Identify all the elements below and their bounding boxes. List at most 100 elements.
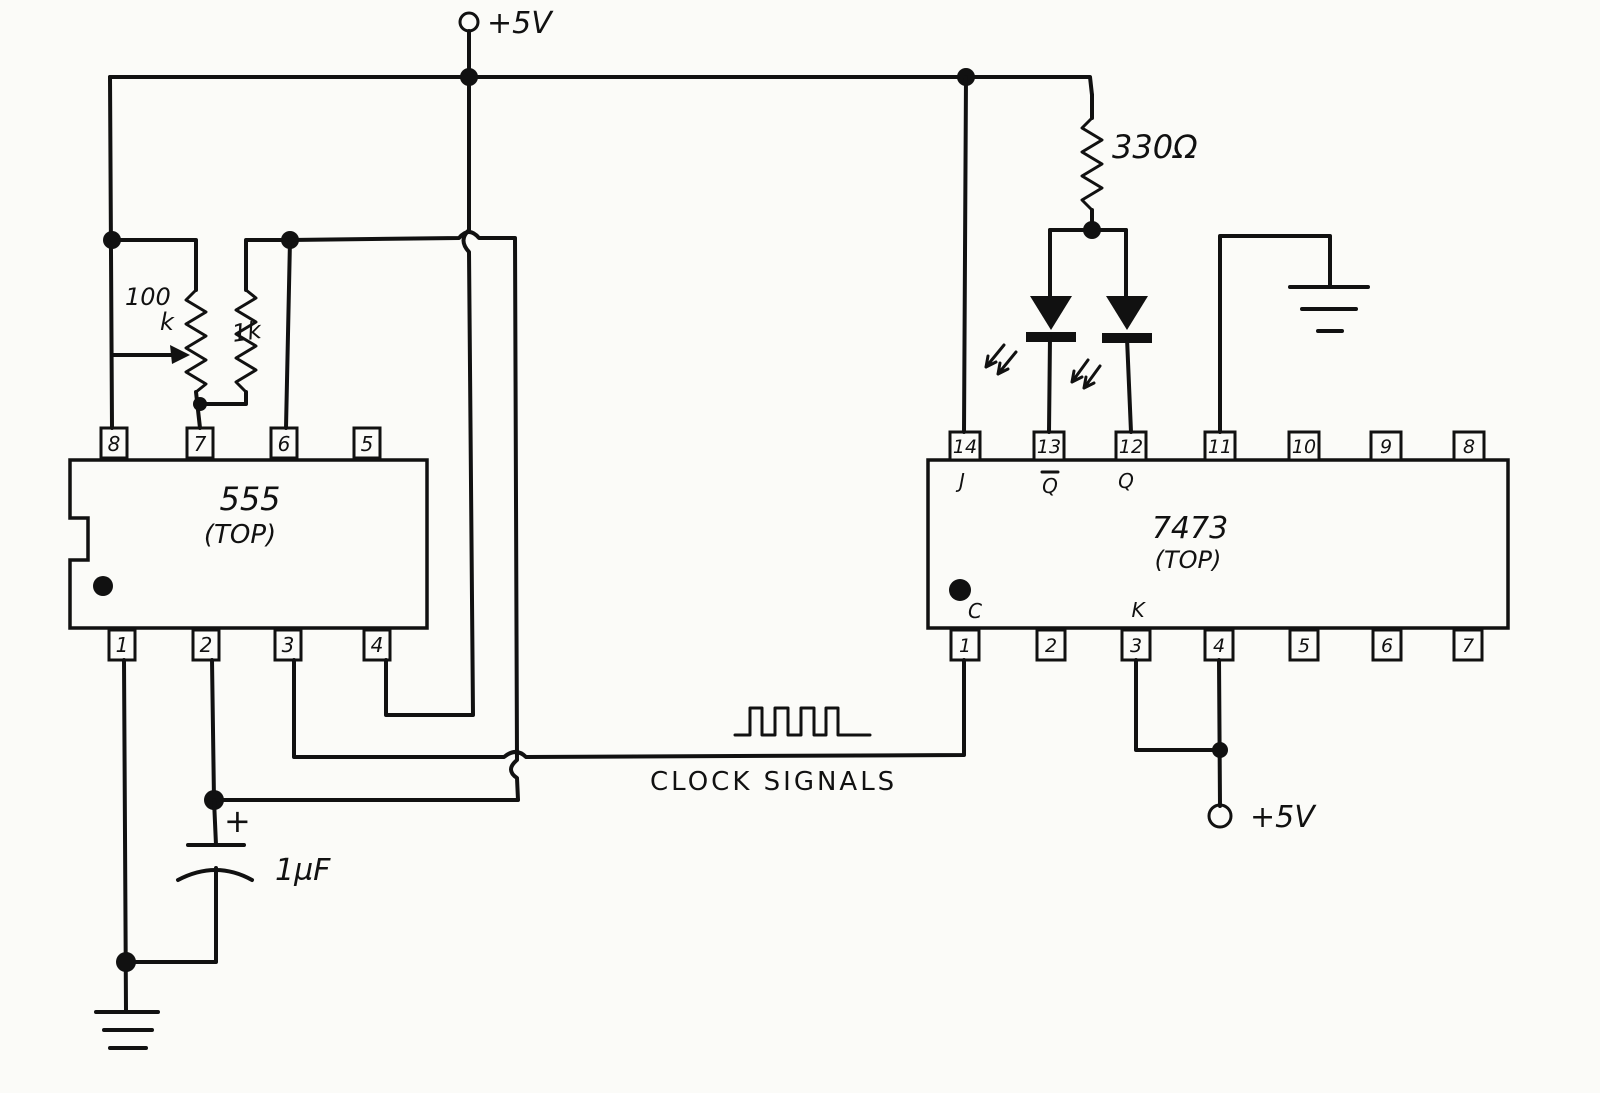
pin-label: 13 [1037,436,1061,458]
chip-7473-name: 7473 [1152,511,1228,546]
resistor-330 [1080,116,1104,212]
wire [214,230,520,802]
pin-c-label: C [968,599,982,623]
supply-bottom-label: +5V [1250,800,1317,835]
chip-555: 555 (TOP) 8 7 6 5 1 2 3 [68,426,429,662]
capacitor-section: + 1µF [94,658,331,1050]
clock-waveform-icon [733,706,872,737]
junction-dot [1212,742,1228,758]
clock-line: CLOCK SIGNALS [292,658,966,797]
wire [244,238,292,292]
chip-7473-top-pin: 12 [1114,430,1148,462]
wire [1218,234,1332,434]
chip-555-top-pin: 5 [352,426,382,460]
supply-terminal-icon [458,11,480,33]
pin-j-label: J [955,469,965,493]
pin-label: 10 [1292,436,1316,458]
resistor-330-label: 330Ω [1112,128,1198,166]
pin-label: 9 [1380,436,1392,458]
chip-555-pin1-marker [93,576,113,596]
supply-rail: +5V [108,6,1094,717]
pin11-ground [1218,234,1370,434]
chip-555-bottom-pin: 1 [107,628,137,662]
pin-label: 8 [108,432,121,456]
wire [212,798,218,847]
wire [384,75,475,717]
pin-label: 14 [953,436,977,458]
wire [124,866,218,964]
wire [1047,335,1052,434]
light-emission-icon [1070,358,1102,390]
pin-label: 7 [194,432,207,456]
wire [284,238,292,430]
chip-555-name: 555 [219,480,280,518]
wire [1217,658,1222,808]
ground-icon [94,1010,160,1050]
chip-555-body [68,458,429,630]
chip-555-top-pin: 6 [269,426,299,460]
chip-7473-bottom-pin: 3 [1120,628,1152,662]
chip-7473-bottom-pin: 4 [1203,628,1235,662]
pin-k-label: K [1131,598,1146,622]
pin-label: 2 [200,633,213,657]
junction-dot [116,952,136,972]
chip-555-bottom-pin: 4 [362,628,392,662]
chip-7473-top-pin: 11 [1203,430,1237,462]
wiper-arrow-icon [170,345,190,364]
chip-7473-top-pin: 8 [1452,430,1486,462]
led-network: 330Ω [984,93,1198,434]
wire [292,658,966,759]
wire [210,658,216,802]
chip-7473-top-pin: 10 [1287,430,1321,462]
chip-555-top-pin: 7 [185,426,215,460]
potentiometer-100k [184,288,208,394]
pin-label: 7 [1462,635,1474,657]
led-qbar-icon [1030,296,1072,330]
chip-7473-bottom-pin: 6 [1371,628,1403,662]
pin-qbar-label: Q [1042,474,1058,498]
pin-label: 1 [116,633,129,657]
chip-555-bottom-pin: 3 [273,628,303,662]
chip-7473-sub: (TOP) [1155,546,1222,574]
pot-label-2: k [160,308,175,336]
wire [1125,336,1133,434]
wire [108,75,114,430]
chip-7473-bottom-pin: 7 [1452,628,1484,662]
supply-top-label: +5V [487,6,554,41]
chip-7473-bottom-pin: 1 [949,628,981,662]
resistor-1k [234,288,258,394]
wire [108,75,1094,97]
pin-label: 12 [1119,436,1143,458]
ground-icon [1288,285,1370,333]
pin-label: 6 [1381,635,1393,657]
pin-label: 11 [1208,436,1232,458]
chip-7473-top-pin: 9 [1369,430,1403,462]
led-q-icon [1106,296,1148,330]
chip-555-bottom-pin: 2 [191,628,221,662]
resistor-1k-label: 1k [230,316,264,348]
light-emission-icon [984,343,1018,376]
pin-label: 2 [1045,635,1057,657]
chip-7473-bottom-pin: 5 [1288,628,1320,662]
chip-7473-pin1-marker [949,579,971,601]
pin-label: 4 [1213,635,1225,657]
k-supply: +5V [1134,658,1317,835]
capacitor-label: 1µF [275,853,331,888]
pin-label: 6 [278,432,291,456]
chip-7473: 7473 (TOP) J Q Q C K 14 13 12 11 10 [926,430,1510,662]
chip-555-sub: (TOP) [204,520,276,550]
wire [110,238,198,292]
supply-terminal-icon [1207,803,1233,829]
pin-label: 5 [361,432,374,456]
pin-label: 4 [371,633,384,657]
timing-network: 100 k 1k [103,230,520,802]
wire [122,658,128,1012]
capacitor-plus-label: + [224,802,251,840]
pin-label: 5 [1298,635,1310,657]
pin-label: 3 [282,633,295,657]
chip-7473-top-pin: 14 [948,430,982,462]
chip-555-top-pin: 8 [99,426,129,460]
pin-label: 3 [1130,635,1142,657]
clock-label: CLOCK SIGNALS [650,767,897,797]
